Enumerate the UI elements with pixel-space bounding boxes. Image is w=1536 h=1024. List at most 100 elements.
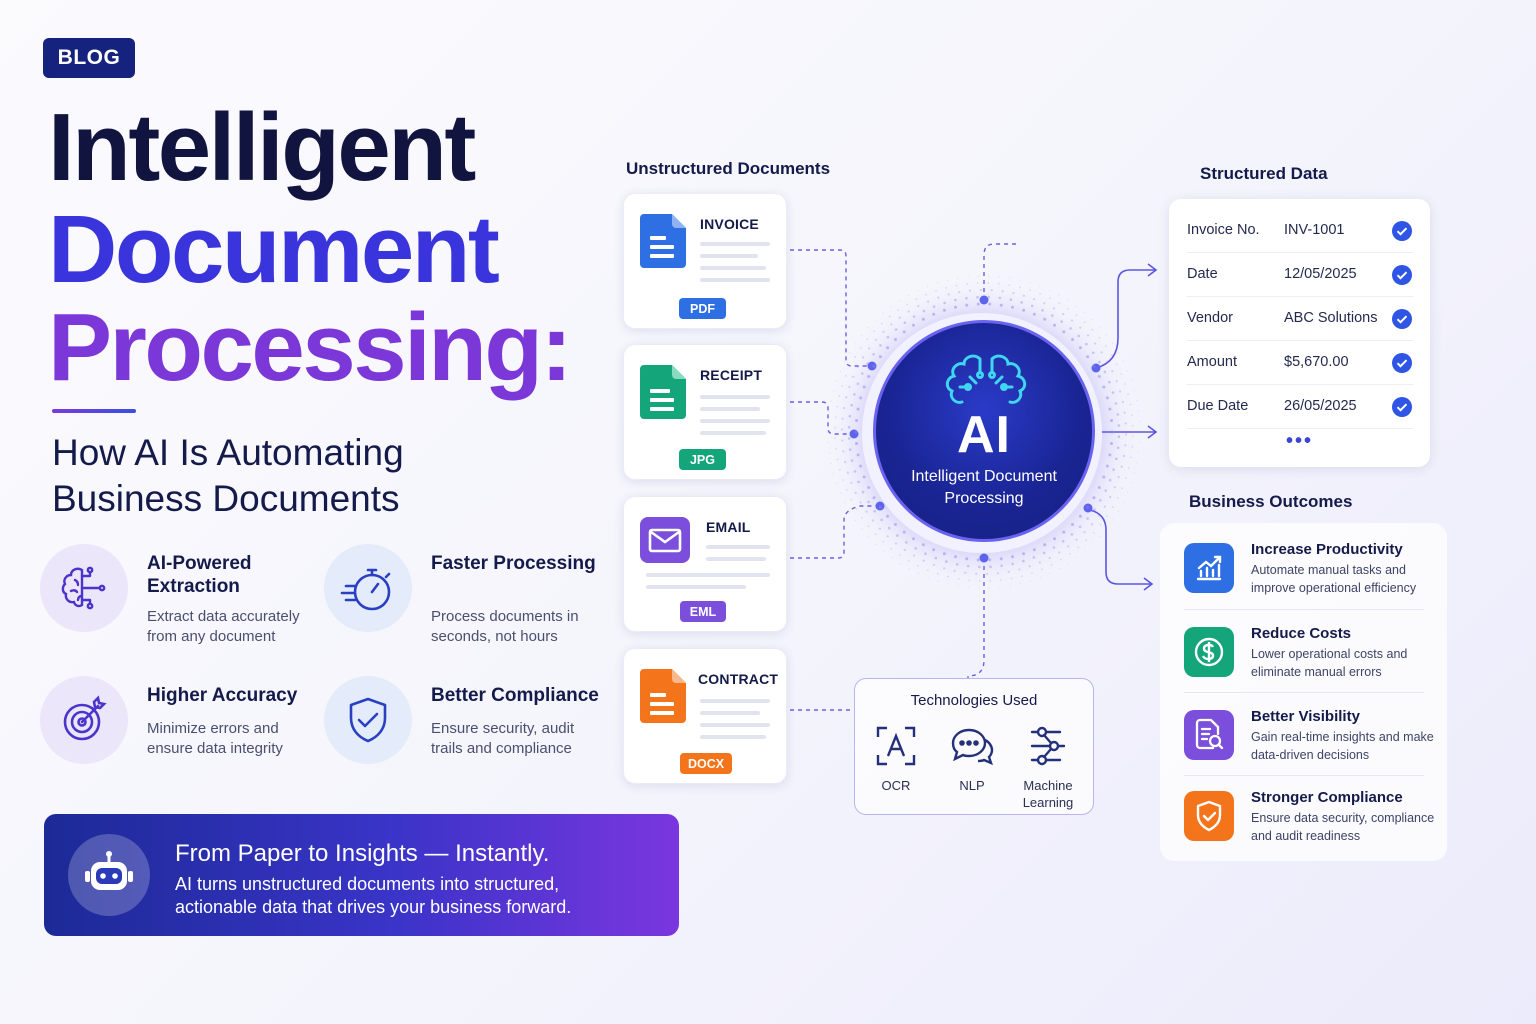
ai-caption-text: Intelligent Document Processing xyxy=(911,468,1057,507)
shield-check-icon xyxy=(324,676,412,764)
file-icon xyxy=(640,365,686,424)
dollar-coin-icon xyxy=(1184,627,1234,677)
file-type-tag: JPG xyxy=(679,449,726,470)
structured-heading: Structured Data xyxy=(1200,164,1328,183)
file-type-tag: EML xyxy=(680,601,726,622)
outcome-visibility: Better Visibility Gain real-time insight… xyxy=(1184,708,1434,788)
tech-label: NLP xyxy=(959,778,985,793)
doc-name: EMAIL xyxy=(706,519,751,535)
technologies-panel: Technologies Used OCR NLP Machine Learni… xyxy=(854,678,1094,815)
check-circle-icon xyxy=(1392,309,1412,329)
doc-card-contract[interactable]: CONTRACT DOCX xyxy=(623,648,787,784)
ai-core: AI Intelligent Document Processing xyxy=(873,320,1095,542)
feature-title: Better Compliance xyxy=(431,685,599,706)
data-value: INV-1001 xyxy=(1284,222,1345,238)
tech-ocr: OCR xyxy=(861,724,931,794)
page-title-line-1: Intelligent xyxy=(48,94,476,201)
data-key: Amount xyxy=(1187,354,1237,370)
chat-bubbles-icon xyxy=(951,728,994,766)
outcome-desc: Automate manual tasks and improve operat… xyxy=(1251,563,1417,595)
data-key: Date xyxy=(1187,266,1218,282)
brain-icon xyxy=(945,354,1027,404)
feature-better-compliance: Better Compliance Ensure security, audit… xyxy=(324,676,599,776)
data-row: Date 12/05/2025 xyxy=(1187,253,1413,297)
data-key: Vendor xyxy=(1187,310,1233,326)
page-title-line-2: Document xyxy=(48,196,500,303)
subtitle-line-1: How AI Is Automating xyxy=(52,432,404,473)
ml-network-icon xyxy=(1030,726,1066,766)
cta-title: From Paper to Insights — Instantly. xyxy=(175,840,550,867)
doc-name: INVOICE xyxy=(700,216,759,232)
file-type-tag: PDF xyxy=(679,298,726,319)
tech-machine-learning: Machine Learning xyxy=(1013,724,1083,811)
doc-name: CONTRACT xyxy=(698,671,779,687)
structured-data-card: Invoice No. INV-1001 Date 12/05/2025 Ven… xyxy=(1169,199,1430,467)
doc-card-invoice[interactable]: INVOICE PDF xyxy=(623,193,787,329)
outcome-desc: Ensure data security, compliance and aud… xyxy=(1251,811,1435,843)
feature-desc: Ensure security, audit trails and compli… xyxy=(431,720,575,757)
feature-title: Higher Accuracy xyxy=(147,685,298,706)
feature-ai-extraction: AI-Powered Extraction Extract data accur… xyxy=(40,544,310,645)
growth-chart-icon xyxy=(1184,543,1234,593)
doc-card-email[interactable]: EMAIL EML xyxy=(623,496,787,632)
outcome-costs: Reduce Costs Lower operational costs and… xyxy=(1184,625,1429,705)
data-row: Vendor ABC Solutions xyxy=(1187,297,1413,341)
feature-faster-processing: Faster Processing Process documents in s… xyxy=(324,544,596,645)
data-row: Amount $5,670.00 xyxy=(1187,341,1413,385)
data-key: Due Date xyxy=(1187,398,1249,414)
doc-name: RECEIPT xyxy=(700,367,763,383)
more-indicator[interactable]: ••• xyxy=(1285,430,1313,452)
envelope-icon xyxy=(640,517,690,568)
outcome-title: Better Visibility xyxy=(1251,708,1360,725)
data-key: Invoice No. xyxy=(1187,222,1260,238)
outcome-desc: Gain real-time insights and make data-dr… xyxy=(1251,730,1434,762)
page-title-line-3: Processing: xyxy=(48,294,573,401)
outcome-title: Increase Productivity xyxy=(1251,541,1403,558)
subtitle-line-2: Business Documents xyxy=(52,478,400,519)
cta-banner: From Paper to Insights — Instantly. AI t… xyxy=(44,814,679,936)
outcomes-heading: Business Outcomes xyxy=(1189,492,1353,511)
feature-title: AI-Powered Extraction xyxy=(147,553,252,597)
feature-desc: Extract data accurately from any documen… xyxy=(147,608,300,645)
doc-card-receipt[interactable]: RECEIPT JPG xyxy=(623,344,787,480)
data-value: $5,670.00 xyxy=(1284,354,1349,370)
feature-title: Faster Processing xyxy=(431,553,596,574)
data-value: ABC Solutions xyxy=(1284,310,1378,326)
page-subtitle: How AI Is Automating Business Documents xyxy=(52,430,492,522)
outcome-compliance: Stronger Compliance Ensure data security… xyxy=(1184,789,1434,869)
target-icon xyxy=(40,676,128,764)
data-row: Invoice No. INV-1001 xyxy=(1187,209,1413,253)
ocr-scan-icon xyxy=(876,726,916,766)
unstructured-heading: Unstructured Documents xyxy=(626,159,831,178)
brain-circuit-icon xyxy=(40,544,128,632)
ai-label-caption: Intelligent Document Processing xyxy=(876,466,1092,510)
outcome-title: Stronger Compliance xyxy=(1251,789,1403,806)
technologies-heading: Technologies Used xyxy=(910,692,1038,709)
feature-desc: Process documents in seconds, not hours xyxy=(431,608,579,645)
tech-nlp: NLP xyxy=(937,724,1007,794)
feature-desc: Minimize errors and ensure data integrit… xyxy=(147,720,283,757)
tech-label: Machine Learning xyxy=(1022,778,1074,810)
business-outcomes-panel: Increase Productivity Automate manual ta… xyxy=(1160,523,1447,861)
check-circle-icon xyxy=(1392,353,1412,373)
file-type-tag: DOCX xyxy=(680,753,732,774)
file-icon xyxy=(640,214,686,273)
data-row: Due Date 26/05/2025 xyxy=(1187,385,1413,429)
data-value: 12/05/2025 xyxy=(1284,266,1357,282)
cta-description: AI turns unstructured documents into str… xyxy=(175,874,572,917)
check-circle-icon xyxy=(1392,397,1412,417)
ai-label-big: AI xyxy=(957,406,1011,464)
stopwatch-icon xyxy=(324,544,412,632)
title-divider xyxy=(52,409,136,413)
tech-label: OCR xyxy=(881,778,911,793)
file-icon xyxy=(640,669,686,728)
outcome-title: Reduce Costs xyxy=(1251,625,1352,642)
blog-badge: BLOG xyxy=(43,38,135,78)
data-value: 26/05/2025 xyxy=(1284,398,1357,414)
check-circle-icon xyxy=(1392,265,1412,285)
document-search-icon xyxy=(1184,710,1234,760)
outcome-desc: Lower operational costs and eliminate ma… xyxy=(1251,647,1408,679)
outcome-productivity: Increase Productivity Automate manual ta… xyxy=(1184,541,1429,621)
feature-higher-accuracy: Higher Accuracy Minimize errors and ensu… xyxy=(40,676,310,776)
